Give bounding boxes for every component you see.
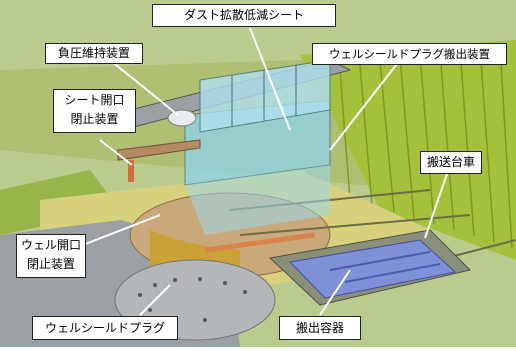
container-slots [329,251,441,283]
leader-lines [69,27,451,316]
sheet-opening-closure [117,139,201,161]
orange-strip [205,232,315,253]
wall-stripes [339,45,513,249]
label-well-opening-closure-device: ウェル開口 閉止装置 [16,234,86,278]
label-transport-cart: 搬送台車 [420,151,482,174]
negative-pressure-unit [167,109,197,127]
label-well-shield-plug: ウェルシールドプラグ [32,316,178,340]
label-carry-out-container: 搬出容器 [279,316,361,340]
label-well-shield-plug-carry-out-device: ウェルシールドプラグ搬出装置 [312,43,507,65]
dust-sheet-curtain [185,165,330,235]
sheet-closure-handle [128,160,134,182]
label-dust-diffusion-sheet: ダスト拡散低減シート [152,4,336,27]
label-sheet-opening-closure-device: シート開口 閉止装置 [53,89,136,133]
label-negative-pressure-device: 負圧維持装置 [45,43,143,64]
carrier-dividers [231,65,297,127]
